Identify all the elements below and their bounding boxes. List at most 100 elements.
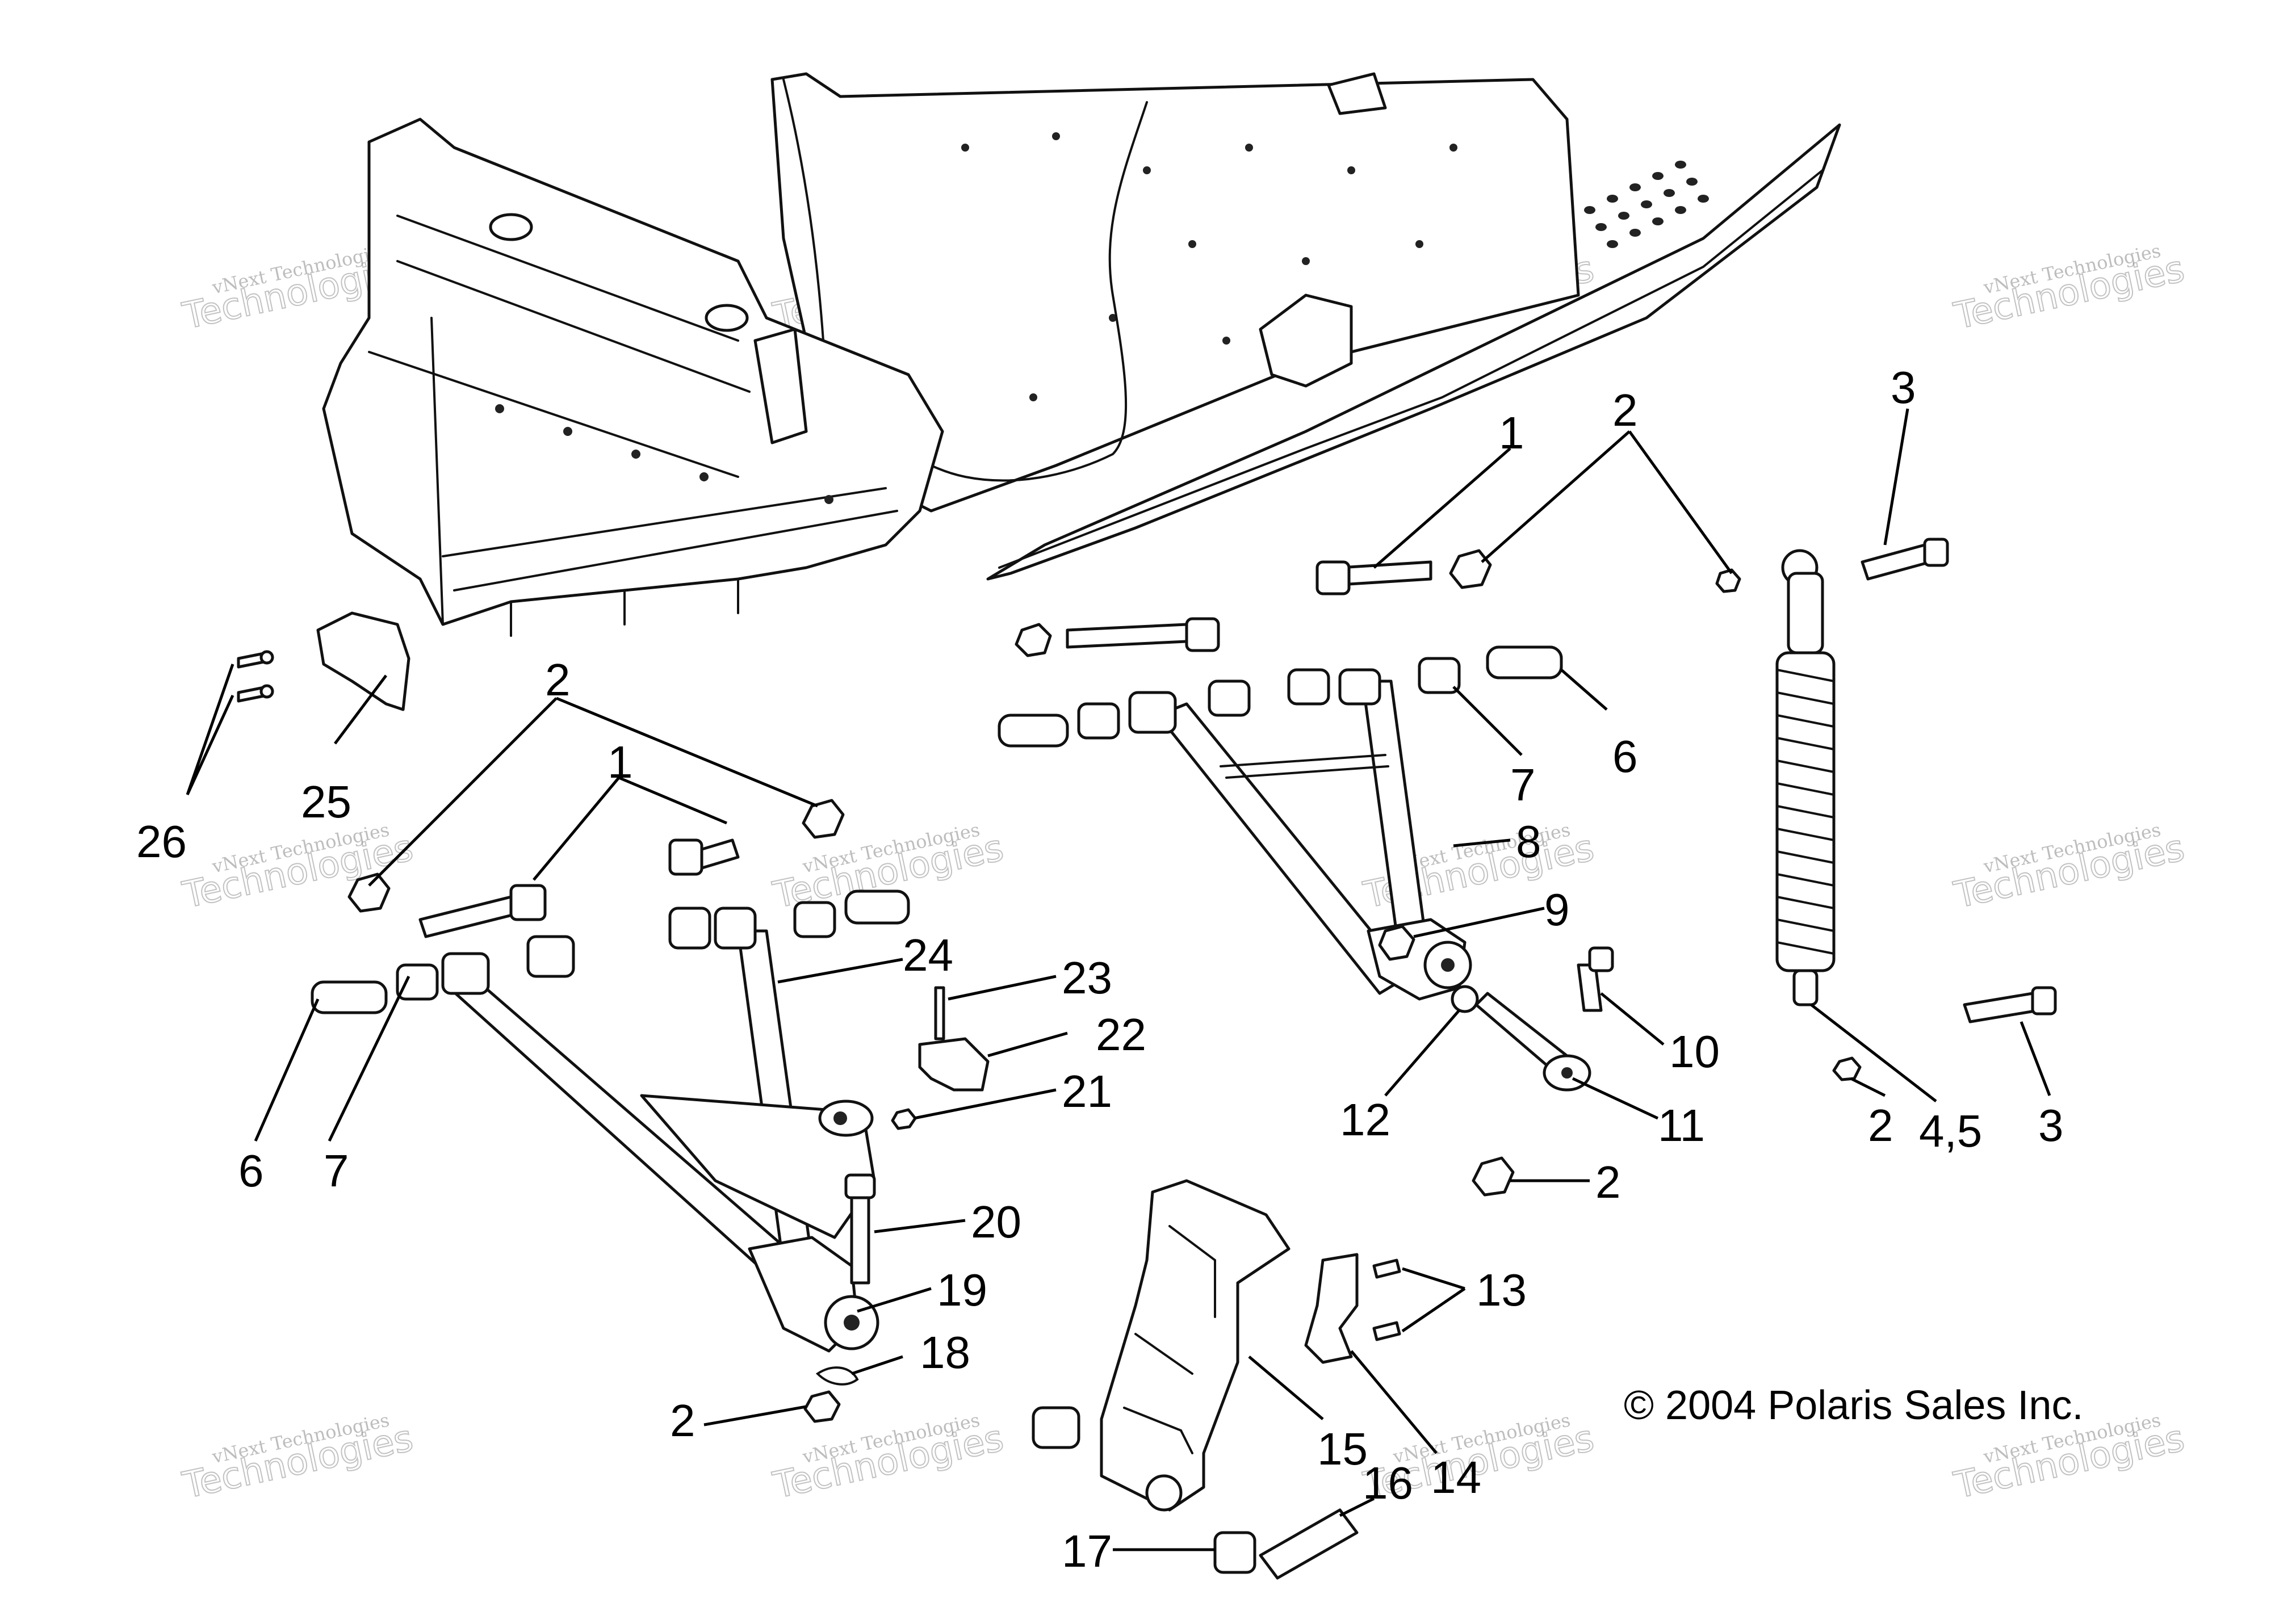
nut (1378, 925, 1415, 961)
pivot-sleeve (844, 889, 910, 925)
bolt-head (1588, 946, 1614, 972)
callout-labels: 1 1 2 2 2 2 2 3 3 4,5 6 6 7 7 8 9 10 11 … (136, 362, 2064, 1576)
bulkhead-crossmember (368, 215, 751, 626)
bushing (1287, 668, 1330, 706)
callout-24: 24 (903, 930, 953, 980)
pivot-bolt (418, 895, 518, 938)
panel-cutout-top (1327, 72, 1387, 115)
side-panel-holes (961, 132, 1457, 401)
callout-2: 2 (545, 654, 571, 705)
shock-bolt-upper (1861, 543, 1932, 581)
callout-2: 2 (1868, 1100, 1893, 1151)
spindle-bushing (1032, 1406, 1080, 1449)
bushing (1208, 679, 1251, 717)
bolt-13 (1372, 1321, 1401, 1341)
pivot-sleeve (998, 714, 1069, 748)
nut-21 (891, 1108, 917, 1130)
screw-23 (934, 986, 945, 1040)
bushing (793, 901, 836, 938)
spindle-ribs (1123, 1225, 1216, 1454)
spring-coils (1776, 669, 1835, 955)
callout-17: 17 (1062, 1526, 1112, 1576)
callout-2: 2 (1595, 1157, 1621, 1207)
upper-a-arm-assembly (998, 549, 1741, 1197)
callout-2: 2 (1612, 385, 1638, 435)
pivot-bolt (1066, 623, 1188, 649)
sleeve-16 (1259, 1508, 1359, 1580)
callout-19: 19 (937, 1265, 987, 1315)
nut (1832, 1056, 1862, 1081)
bushing (1077, 702, 1120, 740)
callout-4-5: 4,5 (1919, 1106, 1982, 1156)
bolt-20 (850, 1190, 870, 1285)
cotter-pin (815, 1366, 859, 1386)
nut (1715, 568, 1741, 593)
nut (802, 799, 845, 839)
watermark: vNext Technologies Technologies (769, 1409, 1008, 1508)
bolt-head (2031, 986, 2057, 1016)
callout-21: 21 (1062, 1066, 1112, 1117)
bulkhead-lower-rail (442, 487, 898, 637)
bushing-17 (1213, 1531, 1256, 1574)
shock-bolt-lower (1963, 992, 2040, 1023)
shock-lower-eye (1792, 969, 1819, 1006)
skid-plate-group (237, 611, 410, 711)
bushing (526, 935, 575, 978)
belly-pan-edge (998, 169, 1824, 569)
pivot-sleeve (311, 980, 388, 1014)
shock-body-upper (1787, 572, 1824, 654)
callout-6: 6 (1612, 731, 1638, 782)
callout-23: 23 (1062, 953, 1112, 1003)
watermark: vNext Technologies Technologies (1950, 819, 2189, 917)
nut (1449, 549, 1492, 589)
skid-plate-25 (316, 611, 410, 711)
bushing (714, 907, 757, 950)
callout-22: 22 (1096, 1009, 1146, 1060)
pivot-sleeve-6 (1486, 645, 1563, 679)
bushing (441, 952, 490, 995)
nut (347, 872, 391, 913)
copyright-notice: © 2004 Polaris Sales Inc. (1624, 1383, 2083, 1428)
brake-line (782, 78, 1148, 482)
upper-arm-crossbrace (1220, 754, 1389, 779)
bolt-head (1185, 617, 1220, 652)
callout-10: 10 (1669, 1026, 1720, 1077)
belly-pan-holes (1584, 161, 1709, 248)
sensor-bracket (918, 1037, 990, 1092)
bolt-head (668, 838, 703, 876)
spindle-assembly (1032, 1179, 1401, 1580)
shock-absorber (1775, 538, 2057, 1081)
callout-20: 20 (971, 1197, 1021, 1247)
bushing (396, 963, 439, 1001)
nut (1015, 623, 1052, 657)
callout-1: 1 (1499, 408, 1524, 458)
steering-post (753, 328, 808, 444)
panel-cutout (1259, 293, 1353, 388)
callout-7: 7 (324, 1146, 349, 1196)
callout-9: 9 (1544, 884, 1570, 935)
nut-12 (1451, 985, 1479, 1013)
bolt-head (1315, 560, 1351, 595)
bolt-head (1923, 538, 1949, 567)
callout-3: 3 (1891, 362, 1916, 413)
callout-16: 16 (1363, 1458, 1413, 1508)
belly-pan (986, 123, 1841, 581)
spindle-bore (1145, 1474, 1183, 1512)
nut (1472, 1156, 1515, 1197)
bolt-13 (1372, 1258, 1401, 1279)
chassis-frame (322, 72, 1841, 637)
callout-25: 25 (301, 777, 351, 827)
bushing (1338, 668, 1381, 706)
callout-2: 2 (670, 1395, 695, 1446)
bulkhead-holes (489, 213, 833, 504)
callout-26: 26 (136, 816, 187, 867)
callout-18: 18 (920, 1327, 970, 1378)
callout-1: 1 (607, 737, 633, 787)
callout-6: 6 (238, 1146, 264, 1196)
callout-14: 14 (1431, 1452, 1481, 1503)
nut (803, 1390, 841, 1423)
callout-12: 12 (1340, 1094, 1390, 1145)
lower-a-arm-assembly (311, 799, 990, 1423)
spindle-15 (1100, 1179, 1291, 1512)
